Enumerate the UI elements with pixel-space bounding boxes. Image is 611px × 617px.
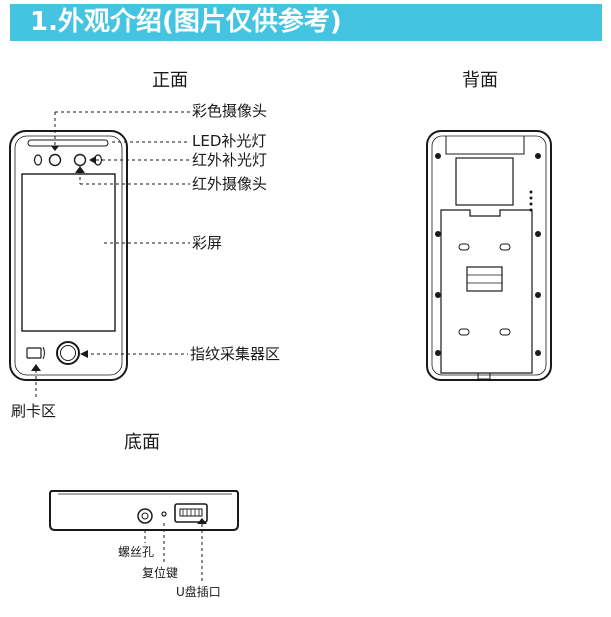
label-usb-port: U盘插口 (176, 585, 221, 599)
back-screws (435, 153, 541, 356)
front-view-title: 正面 (152, 70, 188, 91)
section-header-banner: 1.外观介绍(图片仅供参考) (10, 4, 602, 41)
label-color-camera: 彩色摄像头 (192, 102, 268, 120)
label-ir-fill-light: 红外补光灯 (192, 151, 268, 169)
label-screw-hole: 螺丝孔 (118, 545, 155, 559)
label-card-area: 刷卡区 (11, 402, 57, 420)
front-device (9, 130, 128, 381)
bottom-callout-lines (144, 518, 207, 582)
label-ir-camera: 红外摄像头 (192, 175, 268, 193)
label-reset-button: 复位键 (142, 566, 179, 580)
label-color-screen: 彩屏 (192, 234, 223, 252)
bottom-device (49, 490, 239, 531)
back-view-title: 背面 (462, 70, 498, 91)
bottom-view-title: 底面 (124, 432, 160, 453)
front-callout-lines (31, 111, 190, 400)
back-device (426, 130, 552, 381)
label-led-fill-light: LED补光灯 (192, 132, 267, 150)
section-title: 1.外观介绍(图片仅供参考) (30, 7, 342, 37)
label-fingerprint-area: 指纹采集器区 (190, 345, 281, 363)
